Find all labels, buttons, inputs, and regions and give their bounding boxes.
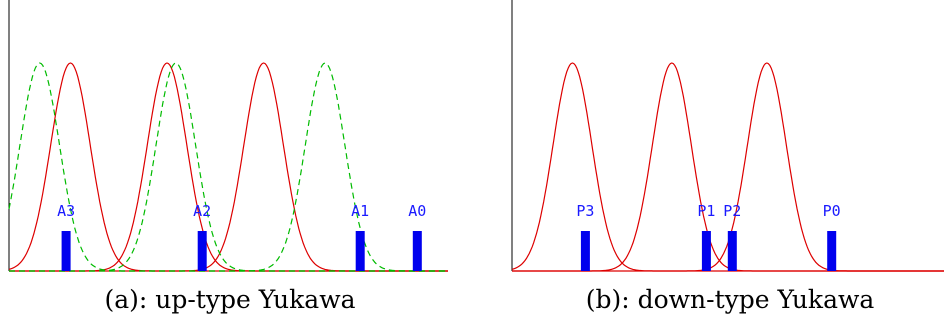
solid-gaussian-curve-1 (8, 62, 448, 272)
marker-bar-a3 (61, 231, 71, 271)
marker-label-a3: A3 (57, 202, 75, 220)
marker-label-p0: P0 (823, 202, 841, 220)
marker-label-p2: P2 (723, 202, 741, 220)
panel-a-markers: A3 A2 A1 A0 (57, 202, 426, 271)
panel-a-caption: (a): up-type Yukawa (104, 285, 355, 314)
panel-b-markers: P3 P1 P2 P0 (576, 202, 841, 271)
panel-b-caption: (b): down-type Yukawa (586, 285, 875, 314)
marker-bar-p2 (727, 231, 737, 271)
dashed-gaussian-curve-3 (9, 62, 448, 272)
marker-label-p1: P1 (697, 202, 715, 220)
marker-label-a0: A0 (408, 202, 426, 220)
solid-gaussian-curve-3 (9, 62, 448, 272)
solid-gaussian-curve-2 (9, 62, 448, 272)
marker-bar-a0 (412, 231, 422, 271)
marker-label-p3: P3 (576, 202, 594, 220)
marker-label-a2: A2 (193, 202, 211, 220)
panel-a-curves (8, 62, 448, 272)
dashed-gaussian-curve-1 (8, 62, 448, 272)
marker-bar-p0 (827, 231, 837, 271)
panel-down-type-yukawa: P3 P1 P2 P0 (b): down-type Yukawa (511, 0, 944, 314)
panel-up-type-yukawa: A3 A2 A1 A0 (a): up-type Yukawa (8, 0, 448, 314)
marker-bar-a2 (197, 231, 207, 271)
marker-label-a1: A1 (351, 202, 369, 220)
marker-bar-p3 (580, 231, 590, 271)
marker-bar-p1 (701, 231, 711, 271)
dashed-gaussian-curve-2 (9, 62, 448, 272)
marker-bar-a1 (355, 231, 365, 271)
